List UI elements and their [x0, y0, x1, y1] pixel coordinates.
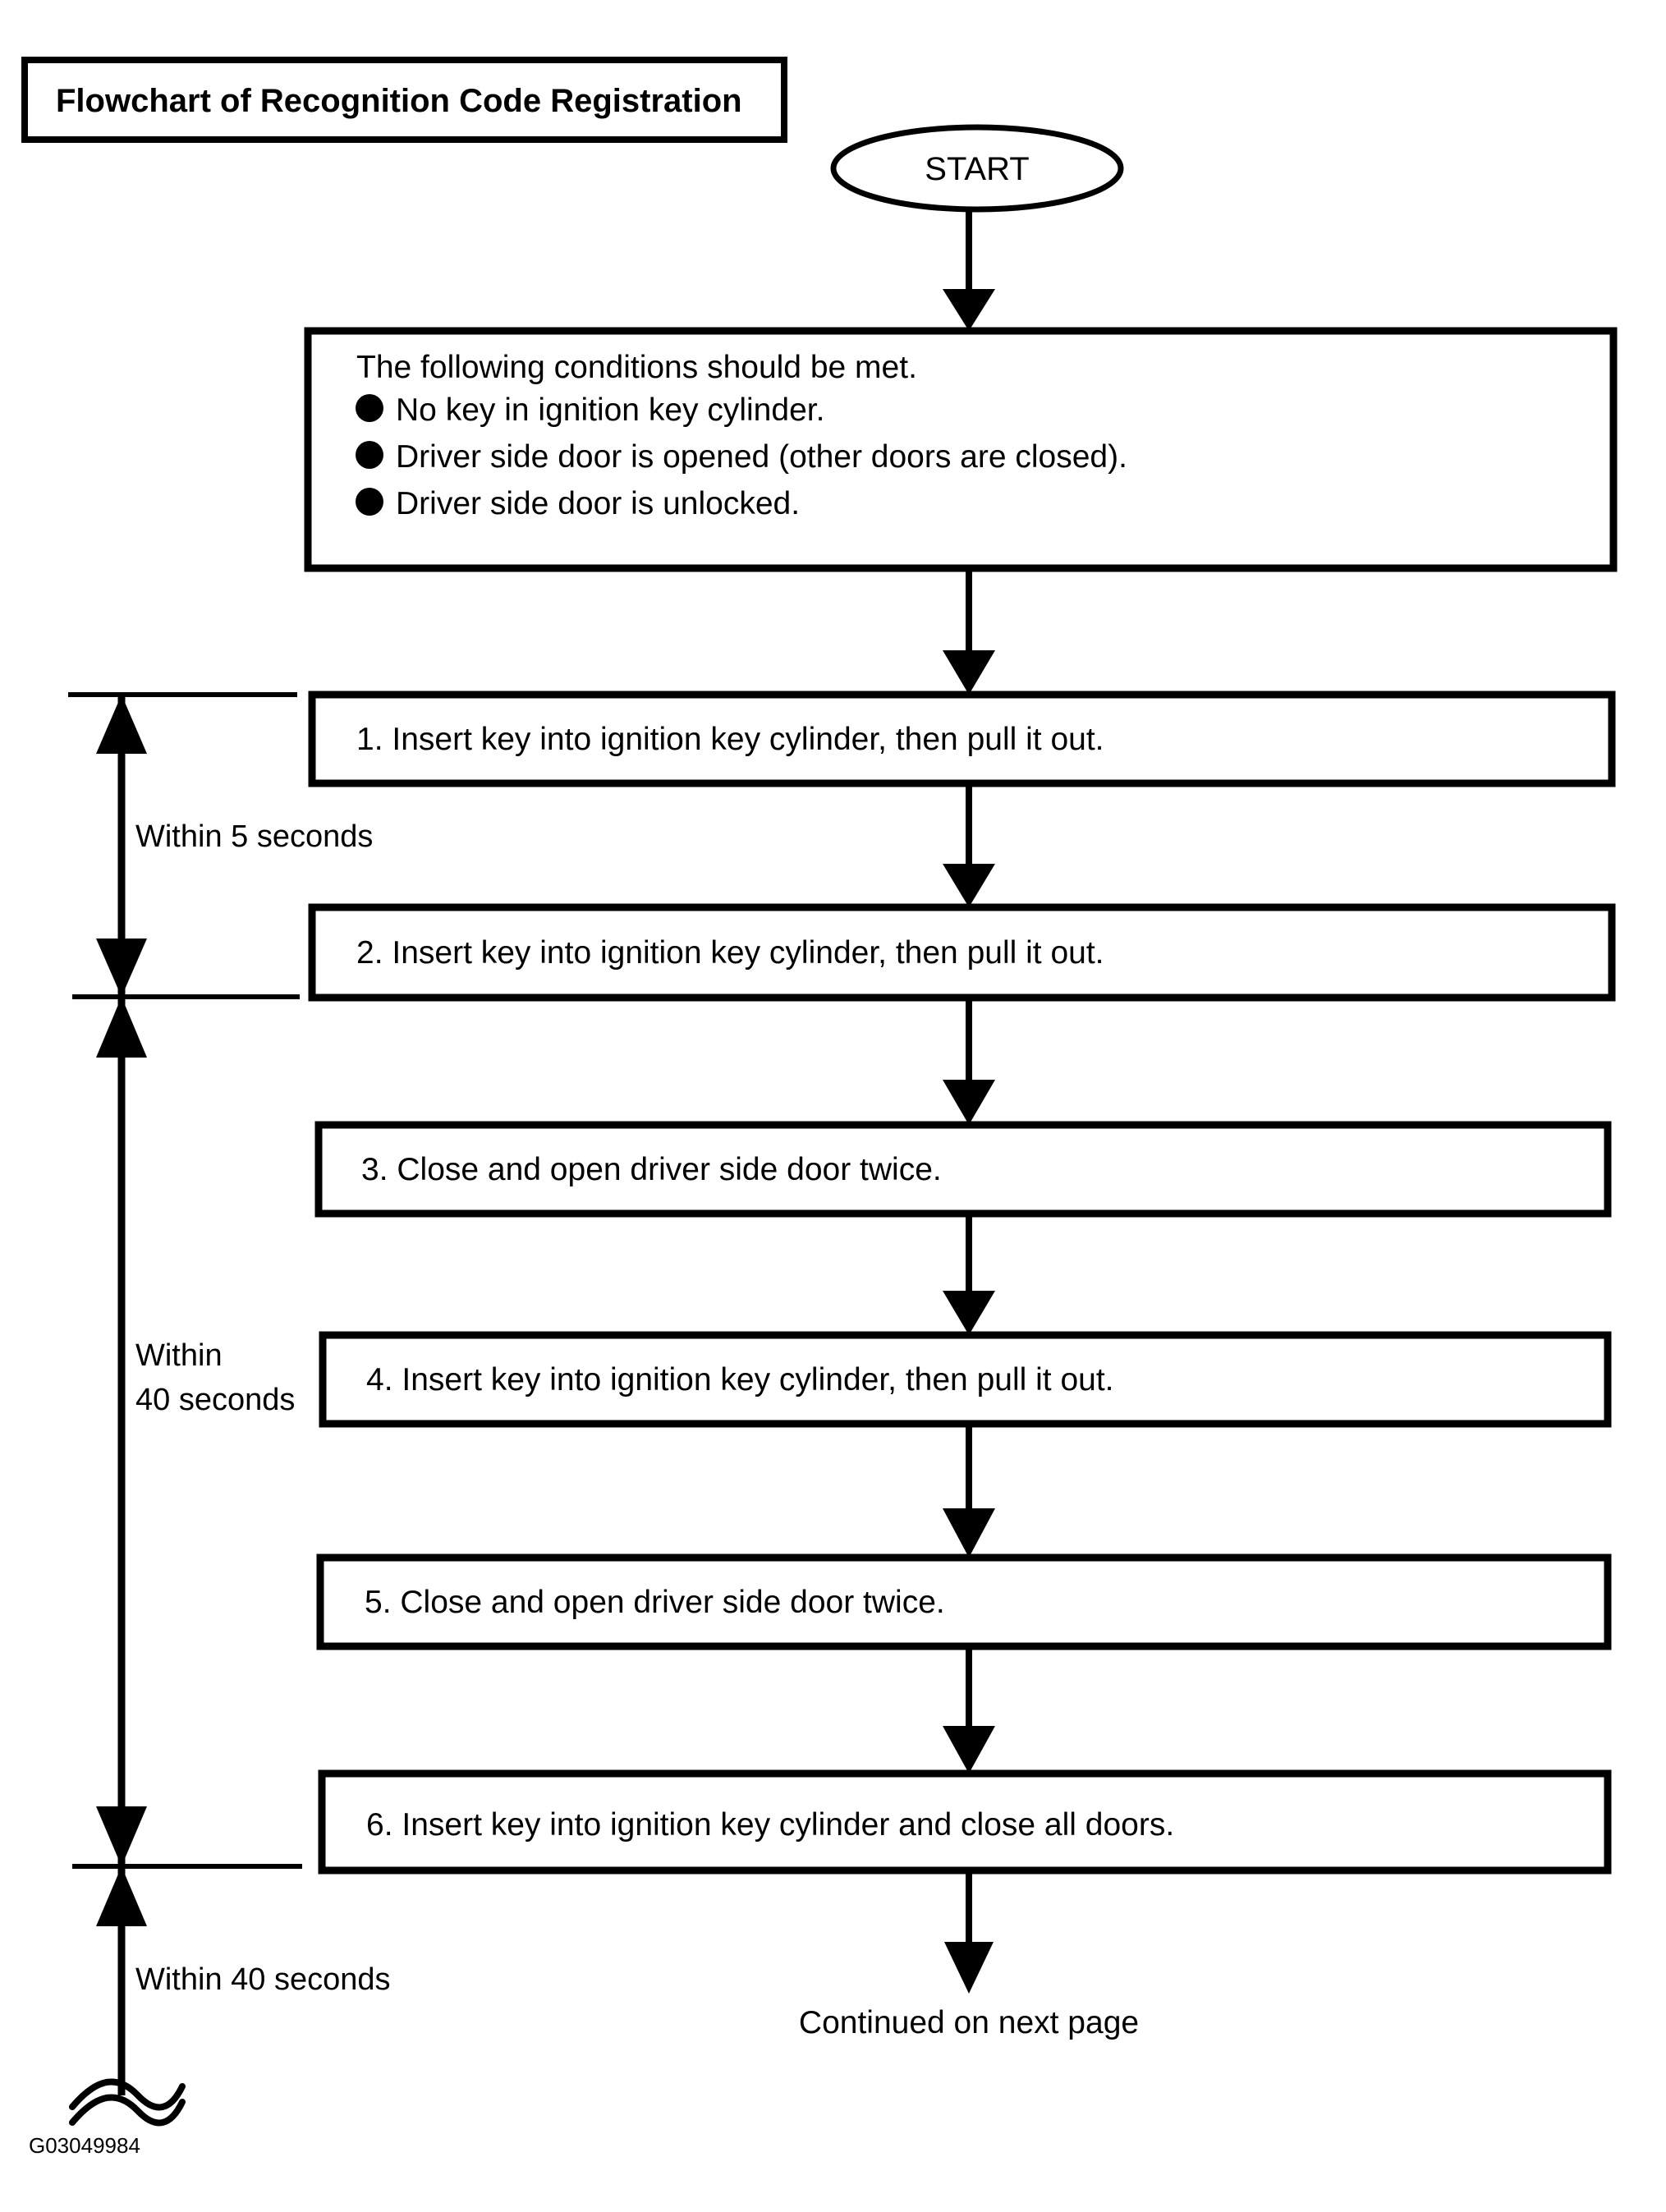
timing-label-40-seconds-line2: 40 seconds — [135, 1383, 295, 1417]
timing-bracket-5-seconds: Within 5 seconds — [96, 695, 373, 997]
arrow-step-5-to-step-6 — [943, 1646, 995, 1774]
step-5-frame — [316, 1553, 1612, 1650]
arrow-start-to-conditions — [943, 209, 995, 331]
step-box-4: 4. Insert key into ignition key cylinder… — [319, 1331, 1612, 1428]
step-4-frame — [319, 1331, 1612, 1428]
arrowhead-icon — [943, 864, 995, 907]
conditions-box-frame — [304, 327, 1618, 572]
bullet-dot-icon — [356, 441, 383, 469]
arrow-step-1-to-step-2 — [943, 783, 995, 907]
arrowhead-icon — [943, 1726, 995, 1774]
page-title: Flowchart of Recognition Code Registrati… — [56, 83, 742, 119]
timing-bracket-40-seconds-lower: Within 40 seconds — [96, 1866, 391, 2095]
start-oval-shape — [830, 124, 1124, 213]
step-6-label: 6. Insert key into ignition key cylinder… — [366, 1807, 1174, 1843]
arrowhead-icon — [943, 1508, 995, 1558]
title-box: Flowchart of Recognition Code Registrati… — [21, 57, 787, 143]
step-box-3: 3. Close and open driver side door twice… — [314, 1121, 1612, 1218]
step-2-frame — [308, 903, 1616, 1002]
step-1-label: 1. Insert key into ignition key cylinder… — [356, 722, 1104, 757]
step-box-1: 1. Insert key into ignition key cylinder… — [308, 691, 1616, 787]
arrow-step-2-to-step-3 — [943, 998, 995, 1125]
step-1-frame — [308, 691, 1616, 787]
step-box-5: 5. Close and open driver side door twice… — [316, 1553, 1612, 1650]
arrowhead-up-icon — [96, 997, 147, 1058]
timing-bracket-40-seconds-main: Within 40 seconds — [96, 997, 295, 1866]
conditions-heading: The following conditions should be met. — [356, 350, 917, 385]
bullet-dot-icon — [356, 488, 383, 516]
timing-label-5-seconds: Within 5 seconds — [135, 819, 373, 854]
arrow-conditions-to-step-1 — [943, 568, 995, 695]
arrow-step-3-to-step-4 — [943, 1214, 995, 1335]
arrowhead-icon — [943, 650, 995, 695]
arrowhead-up-icon — [96, 695, 147, 754]
arrow-step-6-to-footer — [944, 1870, 994, 1994]
start-label: START — [925, 151, 1029, 187]
step-5-label: 5. Close and open driver side door twice… — [365, 1585, 945, 1620]
figure-id-label: G03049984 — [29, 2133, 140, 2158]
step-box-6: 6. Insert key into ignition key cylinder… — [318, 1769, 1612, 1875]
conditions-box: The following conditions should be met. … — [304, 327, 1618, 572]
conditions-bullet-2: Driver side door is opened (other doors … — [396, 439, 1127, 475]
arrowhead-icon — [943, 289, 995, 331]
arrow-step-4-to-step-5 — [943, 1424, 995, 1558]
timing-label-40-seconds-line1: Within — [135, 1338, 223, 1373]
conditions-bullet-3: Driver side door is unlocked. — [396, 486, 800, 521]
bullet-dot-icon — [356, 394, 383, 422]
start-node: START — [830, 124, 1124, 213]
footer-continued-label: Continued on next page — [799, 2005, 1139, 2040]
step-6-frame — [318, 1769, 1612, 1875]
step-box-2: 2. Insert key into ignition key cylinder… — [308, 903, 1616, 1002]
timing-label-40-seconds-lower: Within 40 seconds — [135, 1962, 391, 1997]
arrowhead-up-icon — [96, 1866, 147, 1926]
step-4-label: 4. Insert key into ignition key cylinder… — [366, 1362, 1114, 1397]
step-3-label: 3. Close and open driver side door twice… — [361, 1152, 942, 1187]
arrowhead-icon — [943, 1080, 995, 1125]
title-box-frame — [21, 57, 787, 143]
arrowhead-icon — [943, 1291, 995, 1335]
arrowhead-icon — [944, 1942, 994, 1994]
page-break-wave-icon — [69, 2078, 186, 2127]
step-3-frame — [314, 1121, 1612, 1218]
arrowhead-down-icon — [96, 1806, 147, 1866]
arrowhead-down-icon — [96, 938, 147, 997]
step-2-label: 2. Insert key into ignition key cylinder… — [356, 935, 1104, 971]
conditions-bullet-1: No key in ignition key cylinder. — [396, 392, 824, 428]
